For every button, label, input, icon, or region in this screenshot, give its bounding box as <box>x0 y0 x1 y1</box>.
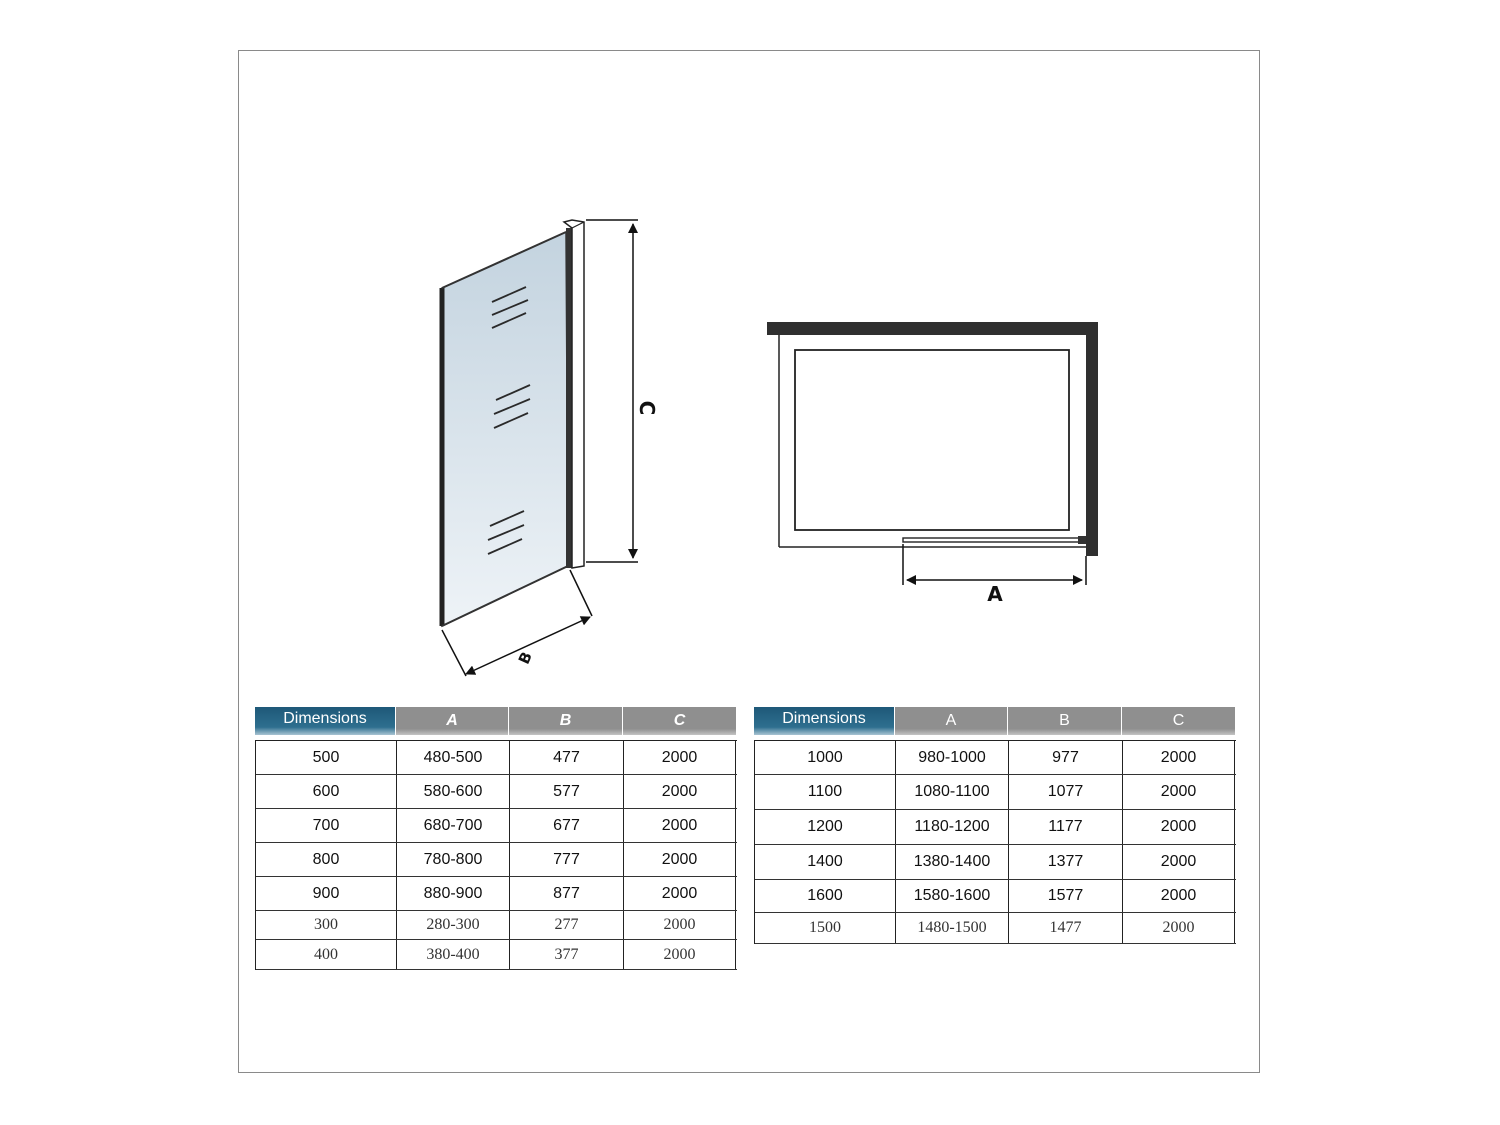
glass-pane <box>441 230 569 628</box>
wall-profile <box>566 228 572 568</box>
cell-dimensions: 300 <box>256 911 397 939</box>
header-b: B <box>1008 707 1122 735</box>
cell-a: 980-1000 <box>896 741 1009 774</box>
cell-a: 580-600 <box>397 775 510 808</box>
cell-b: 677 <box>510 809 624 842</box>
glass-panel <box>439 219 585 628</box>
cell-a: 880-900 <box>397 877 510 910</box>
plan-tray <box>794 349 1070 531</box>
cell-dimensions: 400 <box>256 940 397 969</box>
cell-dimensions: 600 <box>256 775 397 808</box>
cell-a: 1380-1400 <box>896 845 1009 879</box>
cell-dimensions: 700 <box>256 809 397 842</box>
drawing-frame <box>238 50 1260 1073</box>
header-a: A <box>895 707 1008 735</box>
panel-edge-bottom <box>441 565 569 627</box>
cell-c: 2000 <box>624 911 736 939</box>
plan-view <box>767 322 1098 556</box>
cell-c: 2000 <box>624 775 736 808</box>
glass-sheen-marks-bottom <box>487 510 525 555</box>
cell-b: 877 <box>510 877 624 910</box>
cell-c: 2000 <box>1123 741 1235 774</box>
cell-a: 1580-1600 <box>896 880 1009 912</box>
cell-a: 1080-1100 <box>896 775 1009 809</box>
cell-c: 2000 <box>1123 880 1235 912</box>
table-row: 400 380-400 377 2000 <box>256 940 737 970</box>
header-c: C <box>623 707 737 735</box>
cell-dimensions: 500 <box>256 741 397 774</box>
table-header: Dimensions A B C <box>754 707 1236 735</box>
cell-a: 1180-1200 <box>896 810 1009 844</box>
cell-b: 1177 <box>1009 810 1123 844</box>
table-body: 1000 980-1000 977 2000 1100 1080-1100 10… <box>754 740 1236 944</box>
table-body: 500 480-500 477 2000 600 580-600 577 200… <box>255 740 737 970</box>
header-dimensions: Dimensions <box>754 707 895 735</box>
cell-c: 2000 <box>1123 810 1235 844</box>
header-b: B <box>509 707 623 735</box>
table-row: 1100 1080-1100 1077 2000 <box>755 775 1236 810</box>
cell-b: 1477 <box>1009 913 1123 943</box>
cell-b: 277 <box>510 911 624 939</box>
table-row: 700 680-700 677 2000 <box>256 809 737 843</box>
table-row: 1600 1580-1600 1577 2000 <box>755 880 1236 913</box>
cell-dimensions: 1200 <box>755 810 896 844</box>
cell-a: 480-500 <box>397 741 510 774</box>
cell-c: 2000 <box>1123 913 1235 943</box>
dimension-a: A <box>902 544 1087 606</box>
plan-glass-panel <box>902 537 1084 543</box>
cell-a: 680-700 <box>397 809 510 842</box>
table-row: 800 780-800 777 2000 <box>256 843 737 877</box>
cell-b: 577 <box>510 775 624 808</box>
cell-dimensions: 800 <box>256 843 397 876</box>
cell-a: 1480-1500 <box>896 913 1009 943</box>
plan-wall-top <box>767 322 1098 335</box>
cell-c: 2000 <box>1123 775 1235 809</box>
cell-dimensions: 1400 <box>755 845 896 879</box>
label-b: B <box>515 649 536 667</box>
cell-b: 377 <box>510 940 624 969</box>
cell-a: 280-300 <box>397 911 510 939</box>
cell-dimensions: 1100 <box>755 775 896 809</box>
table-header: Dimensions A B C <box>255 707 737 735</box>
header-dimensions: Dimensions <box>255 707 396 735</box>
header-c: C <box>1122 707 1236 735</box>
cell-a: 380-400 <box>397 940 510 969</box>
header-a: A <box>396 707 509 735</box>
cell-b: 1077 <box>1009 775 1123 809</box>
dimension-c: C <box>586 219 659 563</box>
panel-edge-top <box>441 231 567 289</box>
table-row: 300 280-300 277 2000 <box>256 911 737 940</box>
cell-b: 477 <box>510 741 624 774</box>
cell-dimensions: 1500 <box>755 913 896 943</box>
cell-a: 780-800 <box>397 843 510 876</box>
plan-wall-right <box>1086 322 1098 556</box>
cell-dimensions: 1600 <box>755 880 896 912</box>
table-row: 500 480-500 477 2000 <box>256 741 737 775</box>
table-row: 900 880-900 877 2000 <box>256 877 737 911</box>
glass-sheen-marks-middle <box>493 384 531 429</box>
dimensions-table-right: Dimensions A B C 1000 980-1000 977 2000 … <box>754 707 1236 944</box>
cell-b: 1377 <box>1009 845 1123 879</box>
table-row: 1000 980-1000 977 2000 <box>755 741 1236 775</box>
table-row: 1200 1180-1200 1177 2000 <box>755 810 1236 845</box>
cell-c: 2000 <box>1123 845 1235 879</box>
cell-dimensions: 900 <box>256 877 397 910</box>
cell-b: 1577 <box>1009 880 1123 912</box>
cell-c: 2000 <box>624 809 736 842</box>
table-row: 1500 1480-1500 1477 2000 <box>755 913 1236 944</box>
label-c: C <box>635 401 659 416</box>
label-a: A <box>987 582 1003 606</box>
table-row: 600 580-600 577 2000 <box>256 775 737 809</box>
dimensions-table-left: Dimensions A B C 500 480-500 477 2000 60… <box>255 707 737 970</box>
table-row: 1400 1380-1400 1377 2000 <box>755 845 1236 880</box>
cell-c: 2000 <box>624 940 736 969</box>
cell-c: 2000 <box>624 877 736 910</box>
cell-c: 2000 <box>624 741 736 774</box>
cell-dimensions: 1000 <box>755 741 896 774</box>
cell-b: 777 <box>510 843 624 876</box>
glass-sheen-marks-top <box>491 286 529 329</box>
cell-c: 2000 <box>624 843 736 876</box>
cell-b: 977 <box>1009 741 1123 774</box>
